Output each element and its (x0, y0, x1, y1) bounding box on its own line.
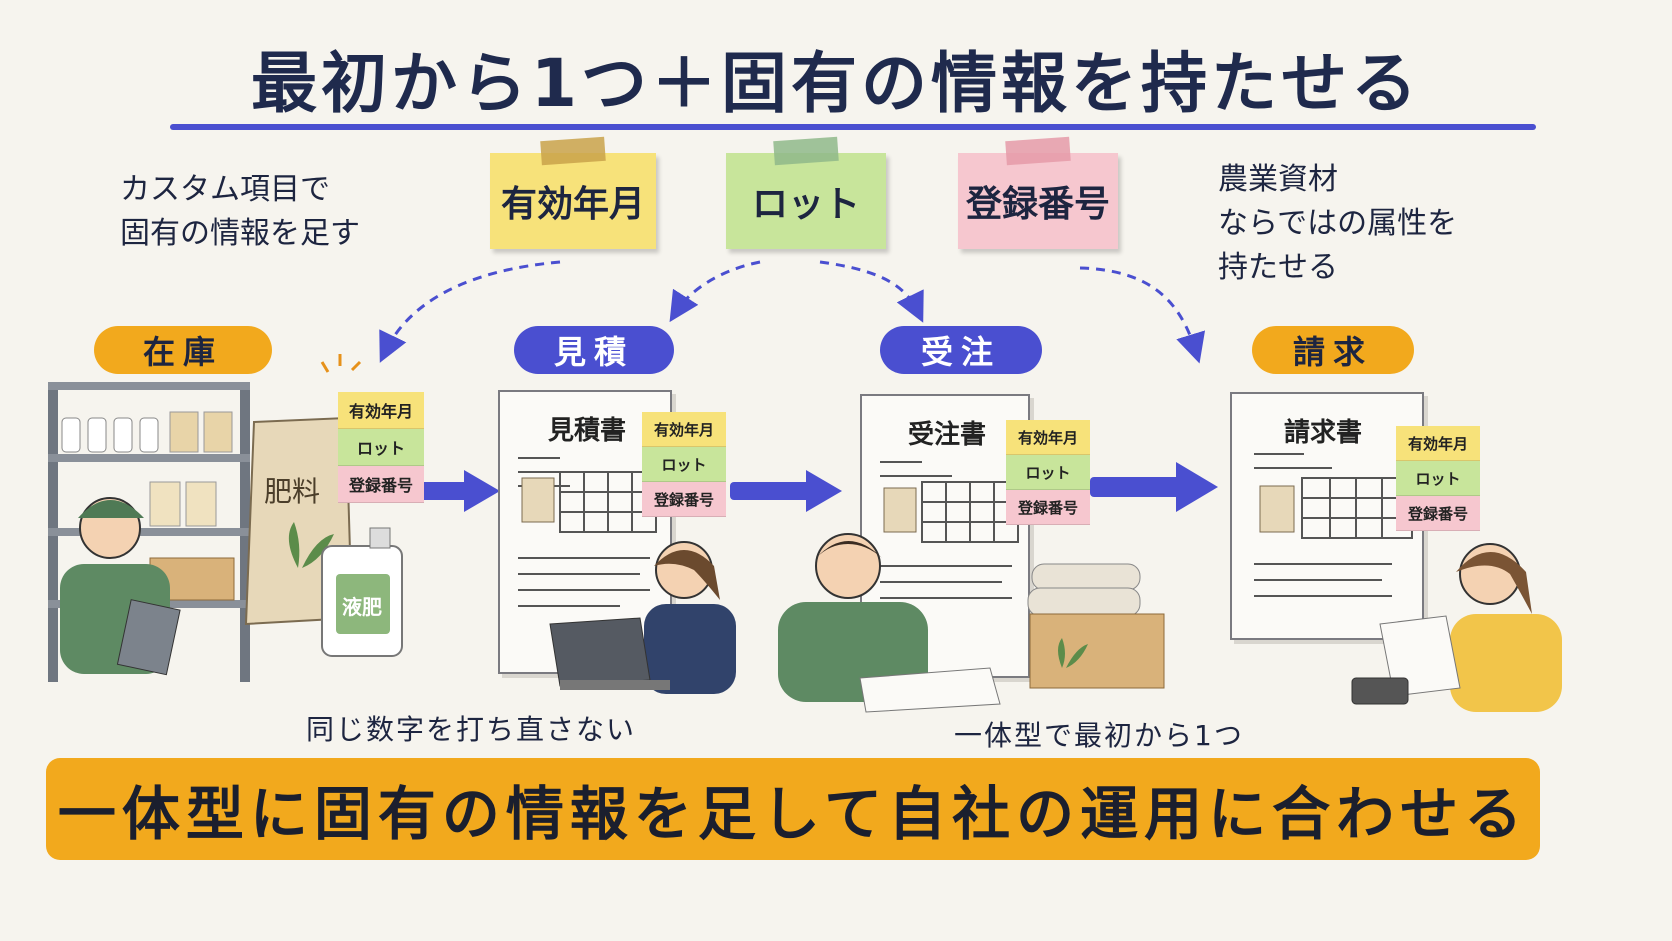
dashed-arrow (669, 260, 761, 323)
attribute-tag-stack: 有効年月 ロット 登録番号 (1396, 426, 1480, 531)
tag-lot: ロット (1006, 455, 1090, 490)
tag-lot: ロット (1396, 461, 1480, 496)
sticky-note-registration: 登録番号 (958, 136, 1118, 249)
left-note: カスタム項目で 固有の情報を足す (120, 168, 360, 256)
dashed-arrow (379, 260, 561, 363)
left-note-line: 固有の情報を足す (120, 216, 360, 251)
stage-pill-order: 受注 (880, 326, 1042, 374)
person-writing-illustration (778, 533, 1165, 713)
right-note-line: ならではの属性を (1218, 206, 1458, 241)
stage-pill-quote: 見積 (514, 326, 674, 374)
inventory-illustration (48, 382, 403, 682)
dashed-arrow (819, 260, 924, 323)
tag-registration: 登録番号 (1006, 490, 1090, 525)
person-invoice-illustration (1351, 543, 1562, 712)
sack-stack-icon (1027, 563, 1165, 689)
liquid-fertilizer-jug-icon (321, 527, 403, 657)
stage-pill-invoice: 請求 (1252, 326, 1414, 374)
attribute-tag-stack: 有効年月 ロット 登録番号 (1006, 420, 1090, 525)
sticky-note-expiry: 有効年月 (490, 136, 656, 249)
tag-expiry: 有効年月 (642, 412, 726, 447)
tag-expiry: 有効年月 (1396, 426, 1480, 461)
document-lines (1254, 453, 1413, 597)
solid-arrow (420, 470, 500, 512)
title-underline (170, 124, 1536, 130)
sticky-note-lot: ロット (726, 136, 886, 249)
document-title: 見積書 (548, 416, 627, 446)
document-lines (518, 457, 657, 607)
left-note-line: カスタム項目で (120, 172, 330, 207)
shelf-icon (48, 382, 250, 682)
tag-lot: ロット (338, 429, 424, 466)
document-title: 請求書 (1284, 418, 1363, 448)
person-laptop-illustration (549, 541, 736, 694)
sticky-note-label: 登録番号 (965, 184, 1110, 225)
document-lines (880, 461, 1019, 599)
solid-arrow (730, 470, 842, 512)
bag-label: 肥料 (264, 475, 321, 508)
tag-lot: ロット (642, 447, 726, 482)
sticky-note-label: 有効年月 (500, 184, 645, 225)
tag-expiry: 有効年月 (1006, 420, 1090, 455)
caption-left: 同じ数字を打ち直さない (306, 713, 637, 746)
right-note: 農業資材 ならではの属性を 持たせる (1218, 158, 1457, 290)
tag-registration: 登録番号 (338, 466, 424, 503)
jug-label: 液肥 (342, 595, 382, 619)
dashed-arrow (1079, 266, 1206, 364)
stage-pill-inventory: 在庫 (94, 326, 272, 374)
tag-registration: 登録番号 (642, 482, 726, 517)
right-note-line: 持たせる (1218, 250, 1338, 285)
attribute-tag-stack: 有効年月 ロット 登録番号 (338, 392, 424, 503)
invoice-document: 請求書 (1230, 392, 1424, 640)
tag-registration: 登録番号 (1396, 496, 1480, 531)
solid-arrow (1090, 462, 1218, 512)
page-title: 最初から1つ＋固有の情報を持たせる (251, 45, 1421, 122)
tag-expiry: 有効年月 (338, 392, 424, 429)
right-note-line: 農業資材 (1218, 162, 1338, 197)
document-title: 受注書 (908, 420, 987, 450)
sticky-note-label: ロット (751, 184, 860, 225)
conclusion-banner: 一体型に固有の情報を足して自社の運用に合わせる (46, 758, 1540, 860)
caption-right: 一体型で最初から1つ (954, 719, 1244, 752)
worker-icon (60, 497, 181, 676)
attribute-tag-stack: 有効年月 ロット 登録番号 (642, 412, 726, 517)
sparkle-icon (320, 354, 362, 373)
